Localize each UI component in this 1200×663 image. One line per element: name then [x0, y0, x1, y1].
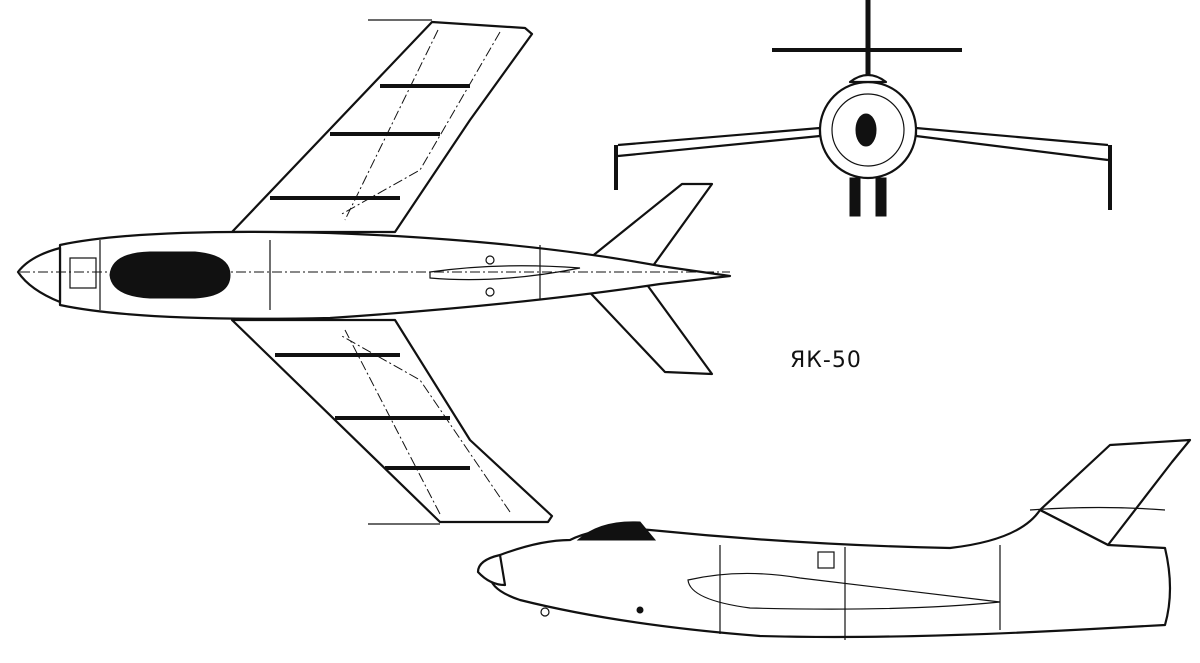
lower-wing	[230, 318, 554, 525]
nose-cone-side	[476, 553, 507, 587]
front-view	[614, 0, 1112, 217]
fuselage-top	[58, 230, 732, 320]
side-view	[476, 438, 1192, 640]
nose-cone	[16, 246, 62, 304]
upper-wing	[230, 19, 534, 234]
cockpit-canopy	[109, 251, 231, 299]
aircraft-designation-label: ЯК-50	[790, 348, 862, 373]
fuselage-side	[488, 508, 1172, 639]
top-view	[16, 19, 732, 525]
cockpit-canopy-side	[576, 521, 657, 541]
